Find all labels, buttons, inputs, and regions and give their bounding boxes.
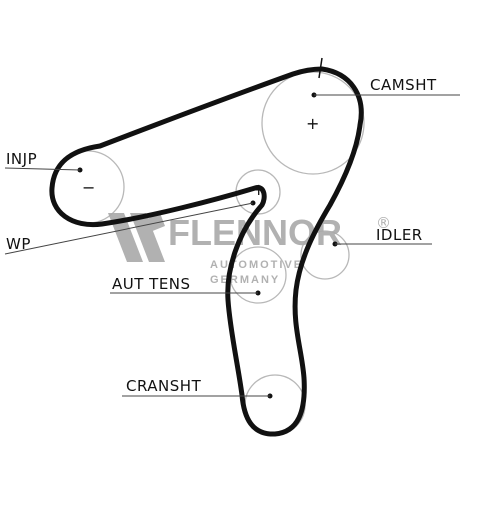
injection-pump-label: INJP <box>6 150 37 168</box>
timing-belt <box>49 66 364 437</box>
watermark-line2: GERMANY <box>210 274 280 286</box>
idler-pulley <box>300 230 350 280</box>
tensioner-center-mark: + <box>252 180 265 199</box>
injection-pump-leader <box>4 167 81 171</box>
idler-label: IDLER <box>376 226 423 244</box>
water-pump-leader <box>4 202 254 255</box>
camshaft-center-mark: + <box>306 114 319 133</box>
camshaft-label: CAMSHT <box>370 76 437 94</box>
crankshaft-label: CRANSHT <box>126 377 202 395</box>
injection-pump-center-mark: − <box>82 178 95 197</box>
belt-timing-mark <box>318 57 323 79</box>
leader-lines <box>4 94 460 397</box>
water-pump-label: WP <box>6 235 31 253</box>
auto-tensioner-label: AUT TENS <box>112 275 191 293</box>
watermark-emblem <box>108 213 165 262</box>
watermark-line1: AUTOMOTIVE <box>210 259 303 271</box>
watermark-registered: ® <box>376 214 391 232</box>
